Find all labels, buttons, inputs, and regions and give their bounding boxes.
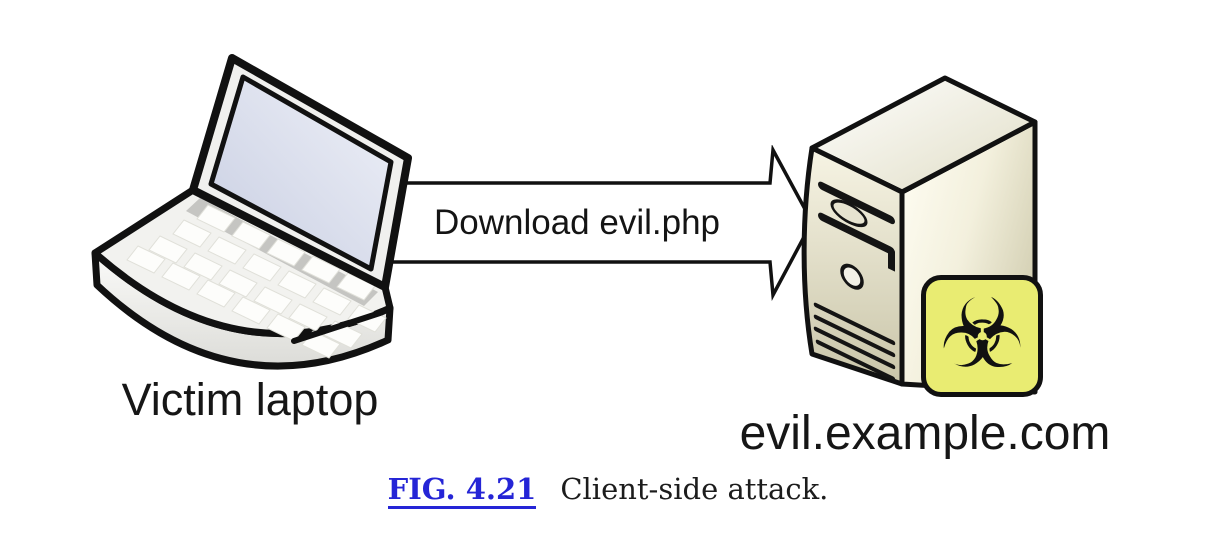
figure-caption: FIG. 4.21 Client-side attack.	[0, 472, 1216, 509]
biohazard-symbol: ☣	[938, 278, 1026, 390]
laptop-label: Victim laptop	[121, 374, 379, 425]
laptop-keys	[126, 204, 387, 359]
server-tower-icon	[801, 75, 1038, 395]
server-slot-tick	[888, 248, 895, 272]
figure-ref-link[interactable]: FIG. 4.21	[387, 472, 537, 509]
server-vent-lines	[813, 302, 896, 382]
laptop-screen	[208, 74, 394, 272]
server-drive-slot-2	[818, 212, 895, 256]
server-drive-slot-1	[818, 181, 895, 225]
arrow-label: Download evil.php	[434, 203, 720, 242]
block-arrow-right-icon: Download evil.php	[385, 145, 814, 301]
server-power-button	[840, 263, 864, 290]
server-label: evil.example.com	[739, 407, 1111, 460]
laptop-front-slot	[291, 310, 383, 344]
biohazard-icon: ☣	[921, 275, 1043, 397]
laptop-icon	[91, 54, 412, 370]
server-front-details	[813, 181, 896, 382]
server-cd-tray-oval	[830, 199, 868, 228]
figure-caption-text: Client-side attack.	[560, 472, 829, 506]
